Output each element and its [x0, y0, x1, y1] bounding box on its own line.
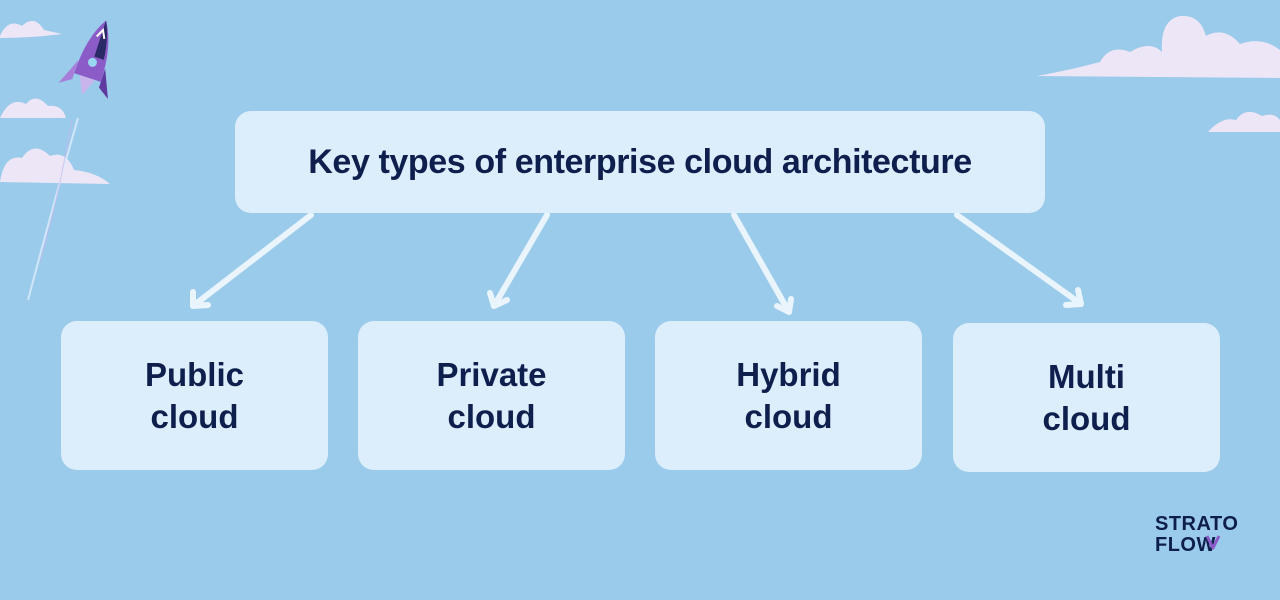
- cloud-icon: [0, 20, 62, 38]
- cloud-icon: [1208, 111, 1280, 132]
- node-private-cloud: Private cloud: [358, 321, 625, 470]
- logo-mark-icon: [1205, 535, 1221, 550]
- root-node-label: Key types of enterprise cloud architectu…: [308, 142, 972, 181]
- arrow-to-private: [487, 212, 550, 309]
- rocket-icon: [58, 20, 109, 99]
- node-label-line2: cloud: [1042, 399, 1131, 437]
- node-label-line2: cloud: [744, 397, 833, 435]
- cloud-icon: [1037, 15, 1280, 79]
- arrow-to-public: [190, 212, 314, 309]
- arrow-to-multi: [954, 212, 1084, 308]
- cloud-icon: [0, 148, 110, 184]
- root-node: Key types of enterprise cloud architectu…: [235, 111, 1045, 213]
- node-hybrid-cloud: Hybrid cloud: [655, 321, 922, 470]
- node-label-line2: cloud: [447, 397, 536, 435]
- brand-logo: STRATO FLOW: [1155, 514, 1250, 558]
- node-label-line1: Hybrid: [736, 355, 841, 393]
- arrow-to-hybrid: [731, 212, 794, 315]
- node-public-cloud: Public cloud: [61, 321, 328, 470]
- brand-logo-line2: FLOW: [1155, 534, 1216, 556]
- node-label-line2: cloud: [150, 397, 239, 435]
- node-label-line1: Multi: [1048, 357, 1125, 395]
- node-multi-cloud: Multi cloud: [953, 323, 1220, 472]
- node-label-line1: Public: [144, 355, 245, 393]
- brand-logo-line1: STRATO: [1155, 513, 1239, 535]
- node-label-line1: Private: [436, 355, 547, 393]
- cloud-icon: [0, 98, 66, 118]
